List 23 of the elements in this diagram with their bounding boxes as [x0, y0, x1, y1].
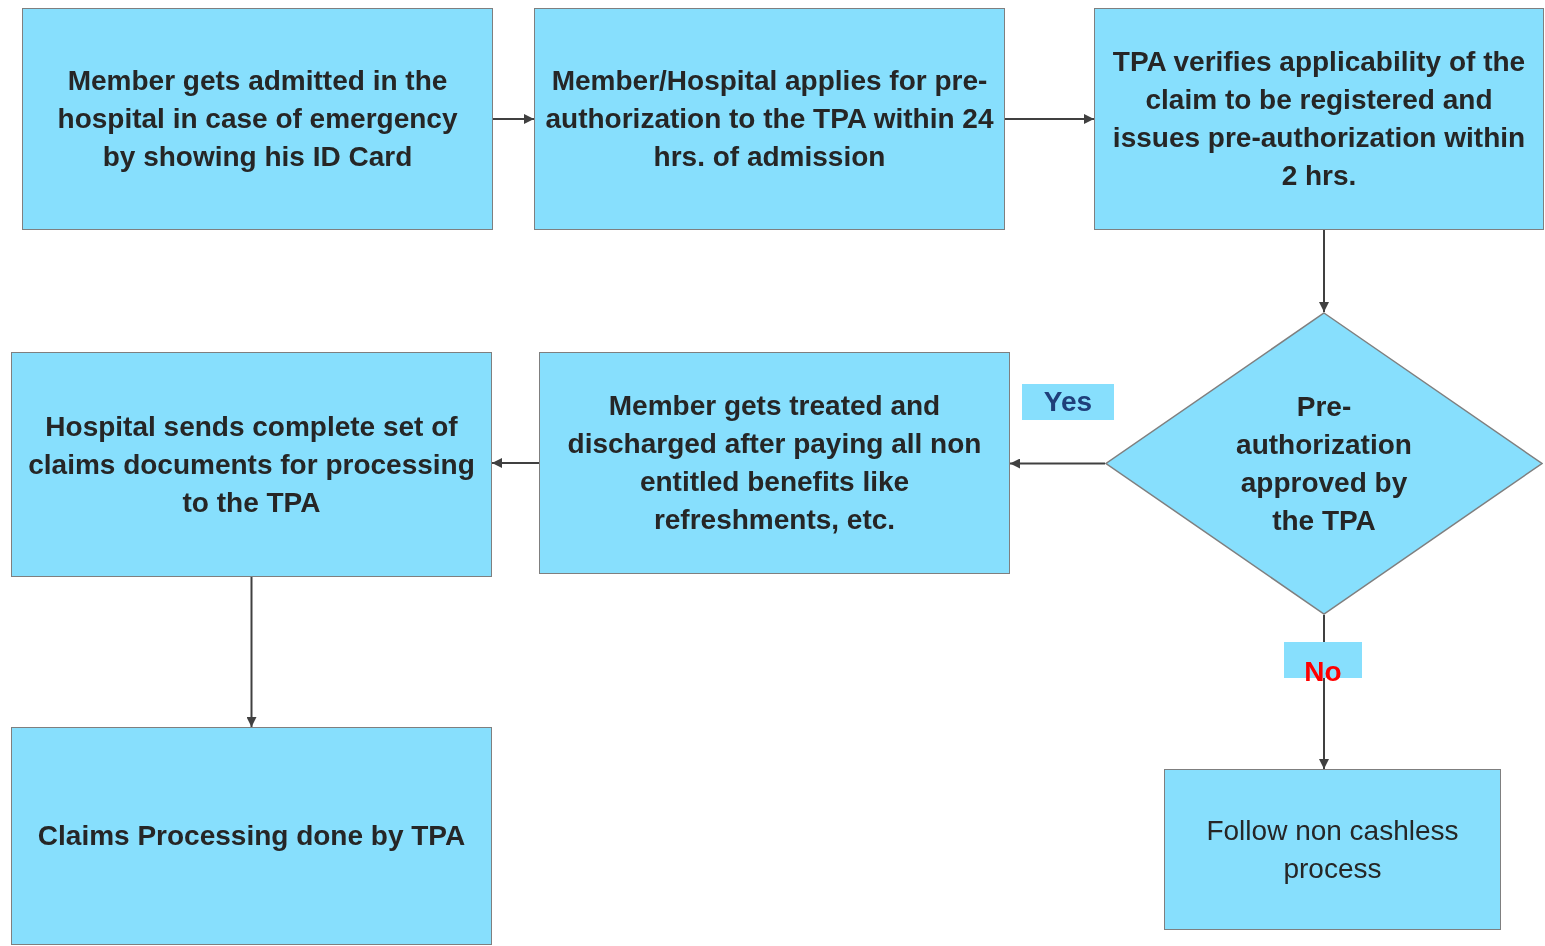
arrow [1004, 114, 1095, 124]
process-box [11, 352, 492, 577]
arrow [1009, 458, 1106, 469]
box-text: TPA verifies applicability of the claim to be registered and issues pre-authorization within 2 hrs. [1111, 45, 1527, 193]
box-text: Follow non cashless process [1205, 813, 1460, 886]
arrow [492, 114, 535, 124]
arrow [491, 458, 540, 468]
process-box [534, 8, 1005, 230]
arrow [1319, 229, 1329, 313]
decision-diamond [1105, 312, 1543, 615]
process-box [11, 727, 492, 945]
box-text: Member gets treated and discharged after paying all non entitled benefits like refreshments, etc. [566, 389, 983, 537]
process-box [539, 352, 1010, 574]
arrow [246, 576, 257, 728]
box-text: Claims Processing done by TPA [37, 819, 466, 853]
box-text: Member gets admitted in the hospital in case of emergency by showing his ID Card [56, 64, 459, 174]
process-box [22, 8, 493, 230]
process-box [1164, 769, 1501, 930]
edge-label: Yes [1022, 384, 1114, 420]
process-box [1094, 8, 1544, 230]
box-text: Pre-authorization approved by the TPA [1235, 389, 1413, 538]
box-text: Member/Hospital applies for pre-authorization to the TPA within 24 hrs. of admission [544, 64, 995, 174]
box-text: Hospital sends complete set of claims documents for processing to the TPA [27, 409, 476, 520]
